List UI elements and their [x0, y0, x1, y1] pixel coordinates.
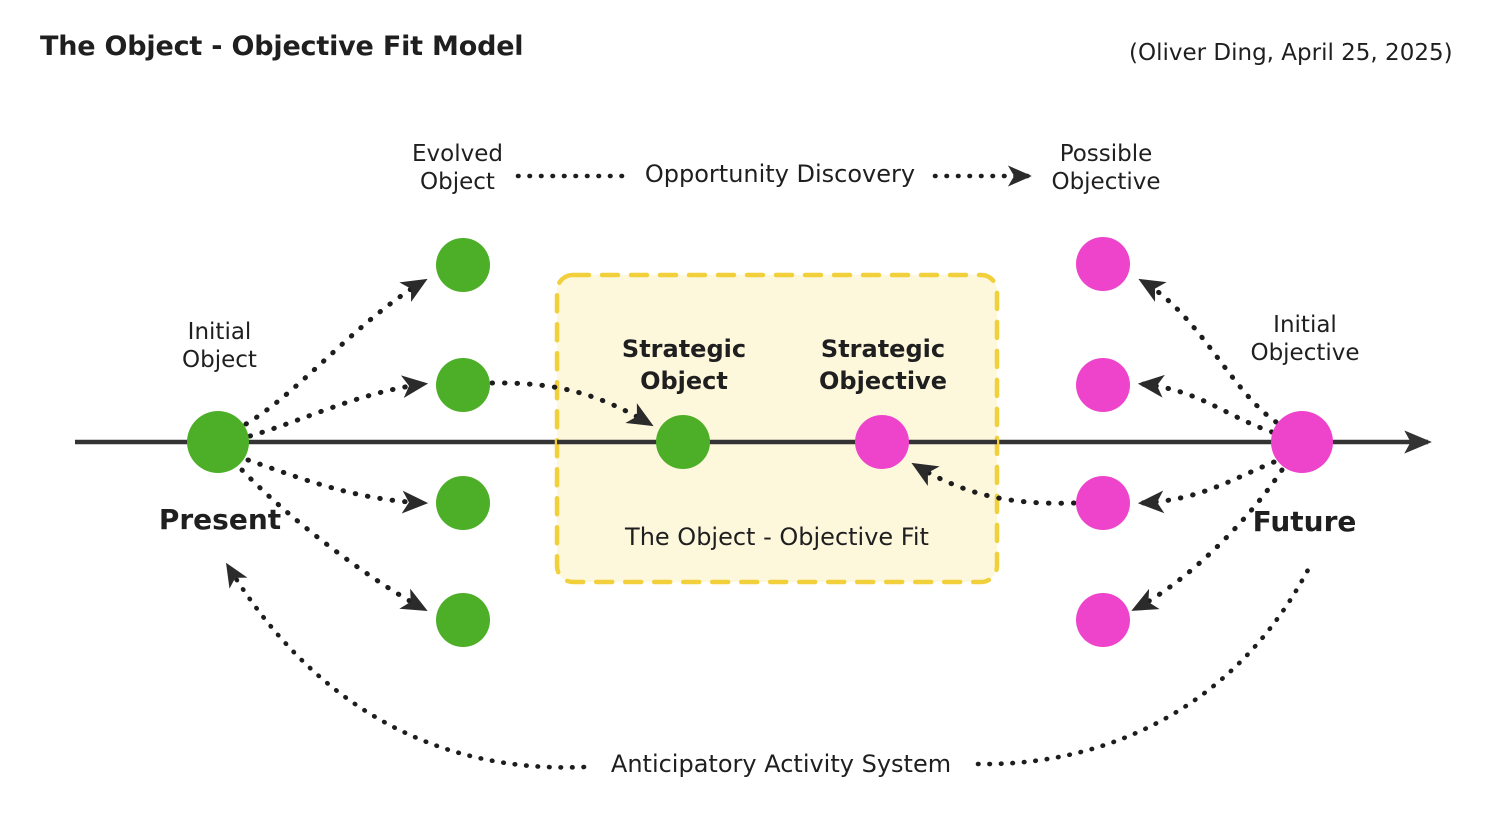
edge-initial-objective-to-possible-2 [1137, 374, 1275, 435]
label-evolved-object: Evolved Object [412, 141, 503, 196]
edge-initial-object-to-evolved-1 [243, 278, 428, 427]
objective-nodes [855, 237, 1333, 647]
attribution: (Oliver Ding, April 25, 2025) [1129, 40, 1453, 66]
node-initial-object[interactable] [187, 411, 249, 473]
fit-zone-rect [554, 272, 1000, 585]
label-strategic-objective: Strategic Objective [819, 335, 947, 396]
edge-initial-object-to-evolved-4 [239, 467, 428, 612]
label-possible-objective: Possible Objective [1051, 141, 1161, 196]
label-anticipatory-activity-system: Anticipatory Activity System [610, 750, 952, 778]
node-evolved-object-3[interactable] [436, 476, 490, 530]
page-title: The Object - Objective Fit Model [40, 31, 524, 62]
objective-branch-edges [1131, 278, 1285, 612]
edge-initial-object-to-evolved-3 [245, 457, 429, 514]
label-opportunity-discovery: Opportunity Discovery [644, 160, 916, 188]
node-possible-objective-4[interactable] [1076, 593, 1130, 647]
label-initial-object: Initial Object [182, 319, 257, 374]
node-possible-objective-1[interactable] [1076, 237, 1130, 291]
node-evolved-object-4[interactable] [436, 593, 490, 647]
edge-initial-objective-to-possible-4 [1131, 467, 1285, 612]
edge-initial-object-to-evolved-2 [247, 375, 429, 439]
opportunity-edge-objective [911, 462, 1077, 506]
label-fit-caption: The Object - Objective Fit [625, 523, 929, 551]
node-strategic-objective[interactable] [855, 415, 909, 469]
node-possible-objective-3[interactable] [1076, 476, 1130, 530]
label-strategic-object: Strategic Object [621, 335, 747, 396]
object-nodes [187, 238, 710, 647]
label-initial-objective: Initial Objective [1250, 312, 1360, 367]
edge-possible-3-to-strategic-objective [911, 462, 1077, 506]
node-possible-objective-2[interactable] [1076, 358, 1130, 412]
label-present: Present [158, 503, 282, 536]
edge-aas-to-future [975, 563, 1313, 767]
edge-evolved-2-to-strategic-object [489, 380, 654, 427]
node-strategic-object[interactable] [656, 415, 710, 469]
object-branch-edges [239, 278, 429, 612]
fit-zone-box [554, 272, 1000, 585]
node-evolved-object-1[interactable] [436, 238, 490, 292]
opportunity-edge-object [489, 380, 654, 427]
edge-aas-to-present [225, 562, 587, 770]
anticipatory-system-connectors [225, 562, 1313, 770]
node-initial-objective[interactable] [1271, 411, 1333, 473]
label-future: Future [1252, 505, 1357, 538]
node-evolved-object-2[interactable] [436, 358, 490, 412]
edge-initial-objective-to-possible-3 [1137, 459, 1277, 514]
